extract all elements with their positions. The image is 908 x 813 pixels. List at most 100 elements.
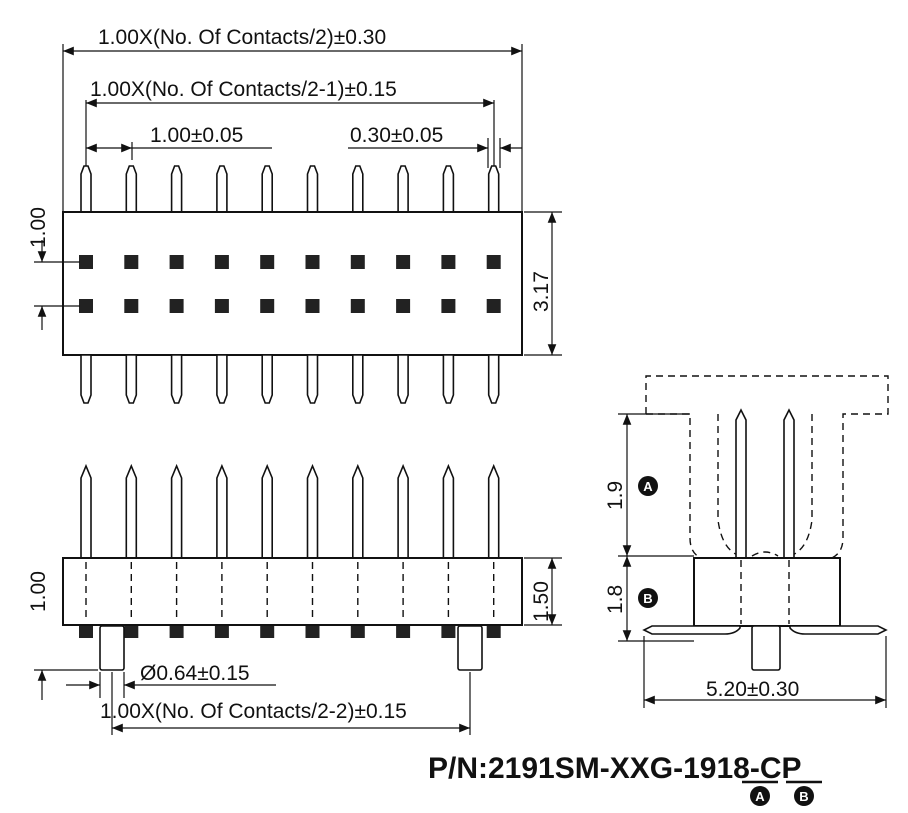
overall-length-dimension: 1.00X(No. Of Contacts/2)±0.30 bbox=[62, 26, 523, 212]
side-right-lead bbox=[789, 625, 888, 635]
mating-housing-outline bbox=[645, 375, 889, 561]
front-body-height-dimension: 1.00 bbox=[27, 571, 98, 700]
dim-a-label: 1.9 bbox=[604, 481, 627, 510]
post-diameter-label: Ø0.64±0.15 bbox=[140, 662, 250, 685]
top-lower-pin bbox=[487, 354, 500, 404]
pin-width-dimension: 0.30±0.05 bbox=[348, 124, 522, 168]
body-width-dimension: 3.17 bbox=[524, 211, 562, 356]
contact-pad-row2 bbox=[486, 299, 501, 313]
front-pin bbox=[306, 463, 319, 559]
top-upper-pin bbox=[261, 165, 273, 213]
pin-width-label: 0.30±0.05 bbox=[350, 124, 443, 147]
contact-pad-row1 bbox=[169, 255, 184, 269]
top-view-contact-pads bbox=[79, 255, 501, 313]
overall-length-label: 1.00X(No. Of Contacts/2)±0.30 bbox=[98, 26, 386, 49]
pin-span-dimension: 1.00X(No. Of Contacts/2-1)±0.15 bbox=[85, 78, 495, 168]
contact-pad-row1 bbox=[350, 255, 365, 269]
top-lower-pin bbox=[306, 354, 319, 404]
top-upper-pin bbox=[80, 165, 92, 213]
top-view-upper-pins bbox=[80, 165, 500, 213]
front-solder-tail bbox=[260, 626, 275, 638]
front-view-pin-centerlines bbox=[85, 562, 495, 622]
svg-text:A: A bbox=[643, 479, 653, 494]
top-view-body bbox=[62, 211, 523, 356]
left-locating-post bbox=[99, 625, 125, 671]
svg-text:B: B bbox=[799, 789, 808, 804]
right-locating-post bbox=[457, 625, 483, 671]
front-solder-tail bbox=[124, 626, 139, 638]
row-pitch-dimension: 1.00 bbox=[27, 207, 80, 330]
contact-pad-row1 bbox=[486, 255, 501, 269]
contact-pad-row2 bbox=[396, 299, 411, 313]
front-overall-height-dimension: 1.50 bbox=[524, 557, 562, 626]
top-lower-pin bbox=[216, 354, 228, 404]
part-number-b-value: 18 bbox=[716, 752, 749, 785]
front-pin bbox=[170, 463, 183, 559]
contact-pad-row1 bbox=[305, 255, 320, 269]
part-number-a-value: 19 bbox=[683, 752, 716, 785]
top-lower-pin bbox=[125, 354, 138, 404]
contact-pad-row1 bbox=[441, 255, 456, 269]
part-number: P/N:2191SM-XXG-1918-CP A B bbox=[428, 752, 822, 806]
side-locating-post bbox=[751, 625, 781, 671]
side-contact-right bbox=[783, 408, 795, 559]
top-lower-pin bbox=[352, 354, 364, 404]
pitch-label: 1.00±0.05 bbox=[150, 124, 243, 147]
front-solder-tail bbox=[169, 626, 184, 638]
side-width-label: 5.20±0.30 bbox=[706, 678, 799, 701]
row-pitch-label: 1.00 bbox=[27, 207, 50, 248]
contact-pad-row2 bbox=[169, 299, 184, 313]
mating-housing-center bbox=[751, 551, 779, 557]
svg-text:B: B bbox=[643, 591, 652, 606]
front-pin bbox=[261, 463, 273, 559]
top-lower-pin bbox=[261, 354, 273, 404]
top-upper-pin bbox=[125, 165, 138, 213]
contact-pad-row1 bbox=[396, 255, 411, 269]
front-view-solder-tails bbox=[79, 626, 501, 638]
contact-pad-row2 bbox=[79, 299, 93, 313]
post-diameter-dimension: Ø0.64±0.15 bbox=[66, 662, 276, 698]
part-number-prefix: P/N:2191SM-XXG- bbox=[428, 752, 683, 785]
front-solder-tail bbox=[214, 626, 229, 638]
front-pin bbox=[125, 463, 138, 559]
side-vertical-dimensions: 1.9 1.8 A B bbox=[604, 413, 694, 642]
top-view: 1.00X(No. Of Contacts/2)±0.30 1.00X(No. … bbox=[27, 26, 562, 404]
front-pin bbox=[216, 463, 228, 559]
contact-pad-row2 bbox=[214, 299, 229, 313]
front-solder-tail bbox=[305, 626, 320, 638]
part-badge-b: B bbox=[794, 786, 814, 806]
top-upper-pin bbox=[170, 165, 183, 213]
side-view: 1.9 1.8 A B 5.20±0.30 bbox=[604, 375, 889, 708]
front-solder-tail bbox=[441, 626, 456, 638]
contact-pad-row2 bbox=[305, 299, 320, 313]
front-solder-tail bbox=[486, 626, 501, 638]
top-upper-pin bbox=[397, 165, 409, 213]
svg-text:P/N:2191SM-XXG-1918-CP: P/N:2191SM-XXG-1918-CP bbox=[428, 752, 802, 785]
body-width-label: 3.17 bbox=[530, 271, 553, 312]
contact-pad-row1 bbox=[79, 255, 93, 269]
contact-pad-row2 bbox=[260, 299, 275, 313]
top-view-lower-pins bbox=[80, 354, 500, 404]
front-view-pins bbox=[80, 463, 500, 559]
pin-span-label: 1.00X(No. Of Contacts/2-1)±0.15 bbox=[90, 78, 397, 101]
contact-pad-row1 bbox=[214, 255, 229, 269]
side-badge-a: A bbox=[638, 476, 658, 496]
contact-pad-row2 bbox=[124, 299, 139, 313]
side-left-lead bbox=[642, 625, 741, 635]
contact-pad-row1 bbox=[124, 255, 139, 269]
contact-pad-row2 bbox=[350, 299, 365, 313]
part-badge-a: A bbox=[750, 786, 770, 806]
front-view-body bbox=[62, 557, 523, 626]
top-lower-pin bbox=[170, 354, 183, 404]
front-overall-height-label: 1.50 bbox=[530, 581, 553, 622]
contact-pad-row1 bbox=[260, 255, 275, 269]
top-upper-pin bbox=[306, 165, 319, 213]
post-span-label: 1.00X(No. Of Contacts/2-2)±0.15 bbox=[100, 700, 407, 723]
front-body-height-label: 1.00 bbox=[27, 571, 50, 612]
front-pin bbox=[487, 463, 500, 559]
front-pin bbox=[442, 463, 455, 559]
top-upper-pin bbox=[352, 165, 364, 213]
front-pin bbox=[352, 463, 364, 559]
front-pin bbox=[80, 463, 92, 559]
